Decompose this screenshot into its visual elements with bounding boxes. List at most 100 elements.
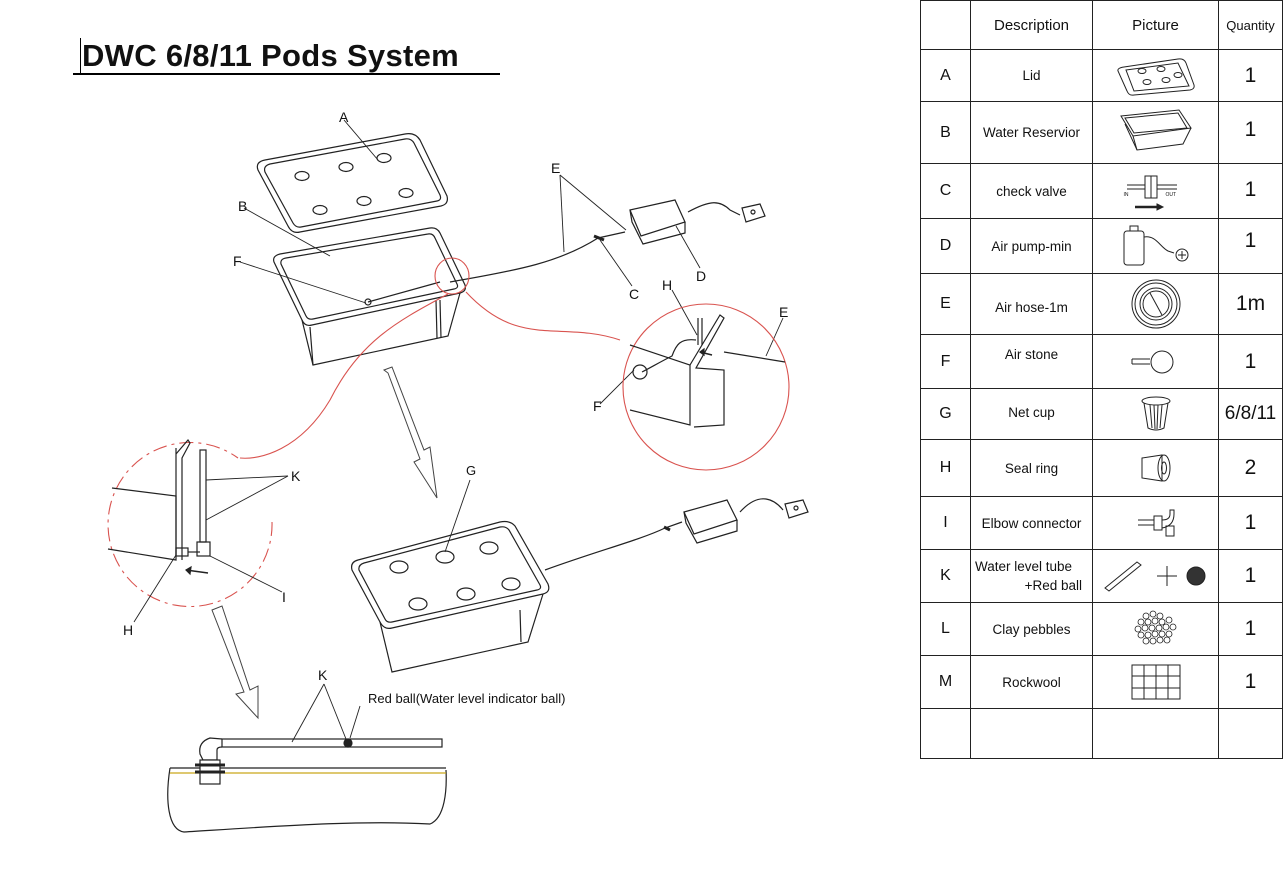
label-k-zoom: K: [291, 468, 301, 484]
header-picture: Picture: [1092, 0, 1219, 50]
row-quantity: 1: [1218, 549, 1283, 603]
row-description: Clay pebbles: [970, 602, 1093, 656]
reservoir-icon: [1093, 106, 1218, 160]
row-quantity: 1: [1218, 218, 1283, 274]
label-k-bottom: K: [318, 667, 328, 683]
table-row: A Lid 1: [920, 49, 1283, 102]
row-quantity: 1: [1218, 163, 1283, 219]
row-description: Net cup: [970, 388, 1093, 440]
row-quantity: 1: [1218, 49, 1283, 102]
row-description: check valve: [970, 163, 1093, 219]
check-valve-in-label: IN: [1123, 191, 1129, 198]
row-description: [970, 708, 1093, 759]
row-description: Water Reservior: [970, 101, 1093, 164]
label-d: D: [696, 268, 707, 284]
table-row: E Air hose-1m 1m: [920, 273, 1283, 335]
table-row: L Clay pebbles 1: [920, 602, 1283, 656]
row-description: Air pump-min: [970, 218, 1093, 274]
label-i: I: [282, 589, 286, 605]
title-underline: [73, 73, 500, 75]
row-description: Lid: [970, 49, 1093, 102]
reservoir-drawing: [273, 227, 467, 366]
row-picture: [1092, 708, 1219, 759]
row-quantity: 1: [1218, 602, 1283, 656]
net-cup-icon: [1093, 394, 1218, 434]
down-arrow-1: [382, 366, 438, 499]
header-letter: [920, 0, 971, 50]
header-quantity: Quantity: [1218, 0, 1283, 50]
table-row: G Net cup 6/8/11: [920, 388, 1283, 440]
label-b: B: [238, 198, 248, 214]
assembled-system-drawing: [351, 479, 809, 673]
row-letter: E: [920, 273, 971, 335]
label-f: F: [233, 253, 242, 269]
row-letter: K: [920, 549, 971, 603]
lid-drawing: [256, 133, 448, 233]
row-letter: H: [920, 439, 971, 497]
row-letter: [920, 708, 971, 759]
row-letter: I: [920, 496, 971, 550]
row-quantity: 1: [1218, 334, 1283, 389]
air-pump-drawing: [629, 199, 766, 245]
label-c: C: [629, 286, 640, 302]
down-arrow-2: [211, 605, 259, 720]
row-letter: C: [920, 163, 971, 219]
page-title: DWC 6/8/11 Pods System: [82, 38, 460, 73]
check-valve-out-label: OUT: [1165, 191, 1177, 198]
row-quantity: 2: [1218, 439, 1283, 497]
clay-pebbles-icon: [1093, 608, 1218, 650]
row-description: Seal ring: [970, 439, 1093, 497]
row-letter: D: [920, 218, 971, 274]
table-row: C check valve IN OUT 1: [920, 163, 1283, 219]
row-description: Rockwool: [970, 655, 1093, 709]
table-row: I Elbow connector 1: [920, 496, 1283, 550]
row-quantity: 1: [1218, 496, 1283, 550]
row-description: Air stone: [970, 334, 1093, 389]
row-description: Elbow connector: [970, 496, 1093, 550]
table-row: F Air stone 1: [920, 334, 1283, 389]
table-row: D Air pump-min 1: [920, 218, 1283, 274]
label-h-left: H: [123, 622, 134, 638]
row-quantity: 1m: [1218, 273, 1283, 335]
row-letter: G: [920, 388, 971, 440]
air-stone-icon: [1093, 345, 1218, 379]
row-letter: L: [920, 602, 971, 656]
rockwool-icon: [1093, 663, 1218, 701]
row-letter: A: [920, 49, 971, 102]
row-quantity: [1218, 708, 1283, 759]
check-valve-icon: IN OUT: [1121, 167, 1191, 213]
table-row: K Water level tube +Red ball 1: [920, 549, 1283, 603]
lid-icon: [1093, 55, 1218, 97]
row-letter: M: [920, 655, 971, 709]
label-e-zoom: E: [779, 304, 789, 320]
row-quantity: 1: [1218, 101, 1283, 164]
row-description: Water level tube: [975, 559, 1073, 574]
zoom-detail-left: [107, 439, 289, 623]
row-letter: B: [920, 101, 971, 164]
seal-ring-icon: [1093, 450, 1218, 486]
label-a: A: [339, 109, 349, 125]
table-row: B Water Reservior 1: [920, 101, 1283, 164]
water-level-tube-icon: [1093, 558, 1218, 594]
header-description: Description: [970, 0, 1093, 50]
parts-table: Description Picture Quantity A Lid 1 B W…: [920, 0, 1283, 759]
row-quantity: 6/8/11: [1218, 388, 1283, 440]
label-g: G: [466, 463, 477, 478]
air-pump-icon: [1093, 223, 1218, 269]
elbow-connector-icon: [1093, 506, 1218, 540]
title-bracket: [80, 38, 81, 74]
zoom-detail-right: [629, 314, 786, 428]
label-e: E: [551, 160, 561, 176]
air-hose-line: [449, 231, 626, 283]
row-quantity: 1: [1218, 655, 1283, 709]
air-hose-icon: [1093, 277, 1218, 331]
table-header-row: Description Picture Quantity: [920, 0, 1283, 50]
table-row-empty: [920, 708, 1283, 759]
label-h-right: H: [662, 277, 673, 293]
row-letter: F: [920, 334, 971, 389]
water-level-tube-detail: [167, 683, 447, 833]
label-f-zoom: F: [593, 398, 602, 414]
table-row: M Rockwool 1: [920, 655, 1283, 709]
row-description-extra: +Red ball: [1024, 578, 1082, 593]
label-red-ball: Red ball(Water level indicator ball): [368, 691, 566, 706]
